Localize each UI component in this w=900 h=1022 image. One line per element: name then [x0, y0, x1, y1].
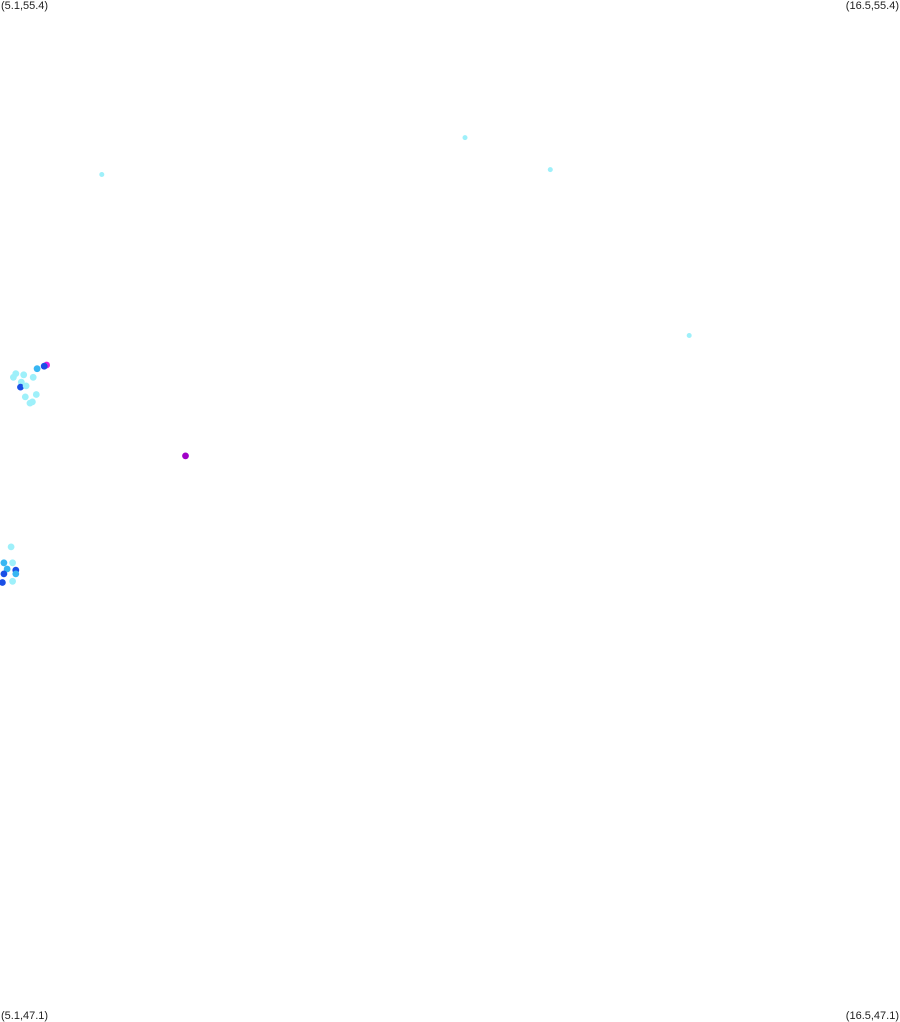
map-point: [22, 382, 30, 390]
corner-label-top-right: (16.5,55.4): [845, 0, 899, 12]
map-point: [686, 333, 692, 338]
map-point: [3, 565, 11, 573]
map-point: [462, 135, 468, 141]
map-point: [9, 559, 16, 567]
map-point: [26, 399, 34, 407]
map-point: [9, 577, 16, 585]
map-point: [33, 365, 41, 373]
corner-label-top-left: (5.1,55.4): [1, 0, 49, 12]
map-point: [29, 373, 37, 381]
map-point: [21, 393, 29, 401]
map-point: [32, 391, 40, 398]
map-point: [182, 452, 189, 460]
corner-label-bottom-right: (16.5,47.1): [845, 1010, 899, 1022]
map-point: [12, 570, 20, 578]
map-point: [0, 570, 8, 578]
map-point: [0, 559, 8, 567]
map-point: [99, 172, 105, 177]
map-point: [20, 371, 28, 379]
map-point: [0, 579, 6, 586]
map-point: [40, 362, 48, 370]
corner-label-bottom-left: (5.1,47.1): [1, 1010, 49, 1022]
map-point: [7, 543, 15, 551]
map-point: [547, 167, 553, 173]
map-point: [10, 373, 17, 381]
map-point: [17, 383, 24, 391]
